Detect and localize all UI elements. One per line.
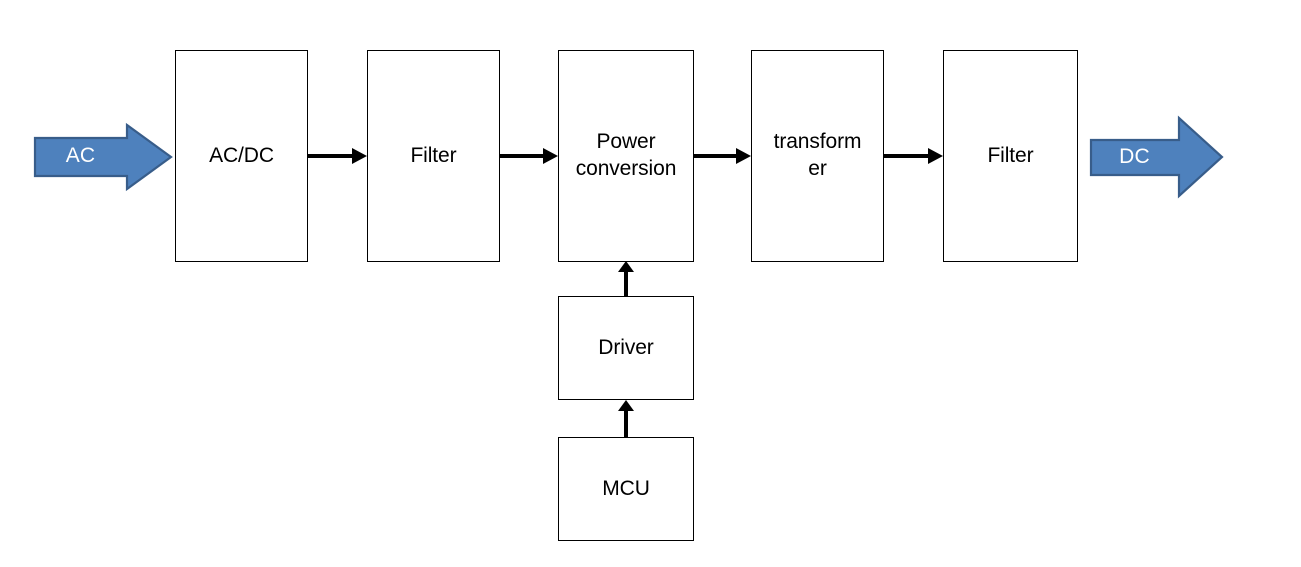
- connector-powerconv-to-transformer: [694, 146, 752, 166]
- block-driver-label: Driver: [598, 335, 654, 359]
- block-power-conversion-label: Power conversion: [575, 130, 677, 180]
- block-mcu[interactable]: MCU: [558, 437, 694, 541]
- block-acdc-label: AC/DC: [209, 143, 274, 167]
- block-mcu-label: MCU: [602, 476, 650, 500]
- block-filter-input-label: Filter: [410, 143, 457, 167]
- ac-input-arrow-label: AC: [65, 144, 96, 167]
- ac-input-arrow: AC: [33, 122, 173, 192]
- dc-output-arrow: DC: [1089, 115, 1224, 199]
- connector-mcu-to-driver: [616, 400, 636, 438]
- block-transformer-label: transform er: [773, 130, 862, 180]
- block-transformer[interactable]: transform er: [751, 50, 884, 262]
- connector-acdc-to-filter1: [308, 146, 368, 166]
- block-acdc[interactable]: AC/DC: [175, 50, 308, 262]
- block-power-conversion[interactable]: Power conversion: [558, 50, 694, 262]
- block-filter-input[interactable]: Filter: [367, 50, 500, 262]
- dc-output-arrow-label: DC: [1119, 145, 1150, 168]
- block-filter-output[interactable]: Filter: [943, 50, 1078, 262]
- block-filter-output-label: Filter: [987, 143, 1034, 167]
- connector-filter1-to-powerconv: [500, 146, 559, 166]
- connector-transformer-to-filter2: [884, 146, 944, 166]
- block-driver[interactable]: Driver: [558, 296, 694, 400]
- connector-driver-to-powerconv: [616, 261, 636, 297]
